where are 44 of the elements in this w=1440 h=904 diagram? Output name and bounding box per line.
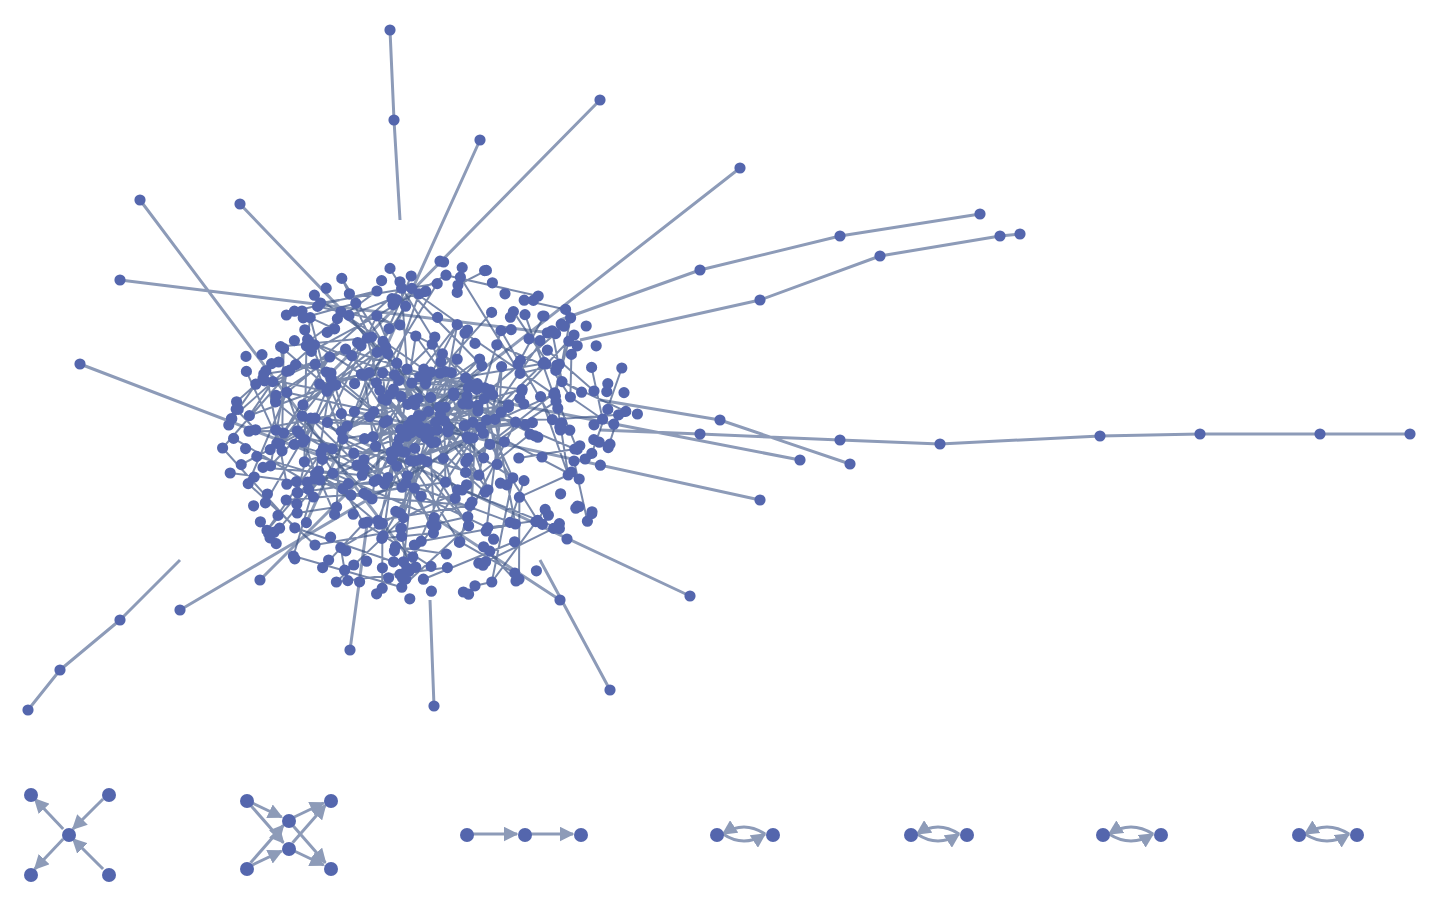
graph-node xyxy=(281,841,295,855)
graph-node xyxy=(101,867,115,881)
graph-node xyxy=(323,793,337,807)
arrow xyxy=(721,820,766,836)
graph-node xyxy=(903,827,917,841)
arrow xyxy=(33,838,65,870)
graph-node xyxy=(1349,827,1363,841)
arrow xyxy=(1303,820,1350,836)
arrow xyxy=(1304,832,1351,848)
graph-node xyxy=(1153,827,1167,841)
arrow xyxy=(291,824,327,864)
arrow xyxy=(915,820,960,836)
graph-node xyxy=(239,861,253,875)
graph-node xyxy=(765,827,779,841)
arrow xyxy=(291,804,327,844)
graph-node xyxy=(281,813,295,827)
graph-node xyxy=(709,827,723,841)
arrow xyxy=(71,837,105,871)
arrow xyxy=(473,826,519,842)
arrow xyxy=(1107,820,1154,836)
arrow xyxy=(293,801,326,819)
graph-node xyxy=(101,787,115,801)
graph-node xyxy=(23,867,37,881)
graph-node xyxy=(61,827,75,841)
arrow xyxy=(531,826,575,842)
arrow xyxy=(71,797,105,831)
arrow xyxy=(293,849,326,867)
graph-node xyxy=(239,793,253,807)
arrow xyxy=(249,824,285,864)
graph-node xyxy=(459,827,473,841)
graph-node xyxy=(1095,827,1109,841)
arrow xyxy=(916,832,961,848)
arrow xyxy=(722,832,767,848)
arrow xyxy=(33,798,65,830)
graph-node xyxy=(959,827,973,841)
graph-node xyxy=(517,827,531,841)
arrow xyxy=(251,801,284,819)
arrow xyxy=(1108,832,1155,848)
graph-node xyxy=(23,787,37,801)
graph-node xyxy=(323,861,337,875)
arrow xyxy=(249,804,285,844)
arrow xyxy=(251,849,284,867)
graph-node xyxy=(1291,827,1305,841)
graph-node xyxy=(573,827,587,841)
